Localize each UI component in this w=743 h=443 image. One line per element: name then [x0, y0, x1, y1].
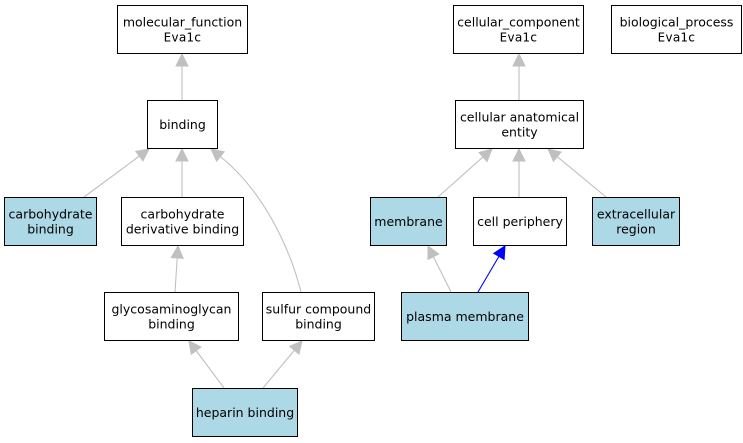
node-glycosaminoglycan-binding-label-line: binding [148, 317, 195, 332]
edge-sulfur-to-binding [220, 156, 302, 293]
edge-arrowhead-carb-to-binding [134, 148, 150, 162]
node-carbohydrate-binding-box [4, 197, 97, 246]
edge-arrowhead-heparin-to-gag [188, 340, 202, 356]
edge-gag-to-cdb [174, 257, 178, 293]
graph-edges [83, 52, 607, 389]
node-cell-periphery-label-line: cell periphery [477, 214, 563, 229]
node-heparin-binding-box [192, 388, 298, 437]
graph-nodes: molecular_functionEva1ccellular_componen… [4, 5, 742, 437]
edge-arrowhead-binding-to-mf [175, 52, 189, 67]
edge-arrowhead-periphery-to-cae [512, 147, 526, 162]
node-cellular-anatomical-entity-box [455, 100, 584, 149]
node-membrane-label-line: membrane [374, 214, 443, 229]
edge-heparin-to-gag [195, 350, 225, 389]
edge-arrowhead-plasma-to-membrane [427, 244, 440, 261]
edge-carb-to-binding [83, 155, 140, 198]
node-glycosaminoglycan-binding-box [104, 292, 239, 341]
node-plasma-membrane-box [401, 292, 529, 341]
node-molecular-function-box [117, 5, 248, 54]
node-cellular-anatomical-entity-label-line: cellular anatomical [460, 110, 579, 125]
node-molecular-function-gene-label: Eva1c [164, 30, 202, 45]
node-plasma-membrane-label-line: plasma membrane [406, 309, 524, 324]
node-binding[interactable]: binding [147, 100, 218, 149]
edge-arrowhead-gag-to-cdb [170, 244, 184, 259]
edge-arrowhead-sulfur-to-binding [210, 148, 226, 163]
edge-arrowhead-plasma-to-periphery [492, 245, 506, 261]
node-cellular-component-label-line: cellular_component [457, 15, 580, 30]
edge-arrowhead-heparin-to-sulfur [288, 340, 303, 355]
node-extracellular-region-label-line: extracellular [597, 207, 676, 222]
node-cellular-anatomical-entity-label-line: entity [501, 125, 538, 140]
node-heparin-binding[interactable]: heparin binding [192, 388, 298, 437]
node-molecular-function-label-line: molecular_function [123, 15, 242, 30]
node-carbohydrate-derivative-binding-label-line: derivative binding [126, 222, 239, 237]
node-binding-box [147, 100, 218, 149]
node-sulfur-compound-binding-label-line: binding [295, 317, 342, 332]
node-carbohydrate-binding-label-line: binding [27, 222, 74, 237]
node-plasma-membrane[interactable]: plasma membrane [401, 292, 529, 341]
node-biological-process-box [611, 5, 742, 54]
node-cellular-component-box [453, 5, 584, 54]
node-membrane[interactable]: membrane [370, 197, 447, 246]
node-sulfur-compound-binding-box [262, 292, 375, 341]
node-membrane-box [370, 197, 447, 246]
node-heparin-binding-label-line: heparin binding [196, 405, 294, 420]
node-binding-label-line: binding [159, 117, 206, 132]
edge-arrowhead-extracellular-to-cae [547, 148, 562, 163]
node-biological-process-label-line: biological_process [620, 15, 734, 30]
node-cell-periphery-box [473, 197, 567, 246]
edge-heparin-to-sulfur [262, 349, 295, 389]
node-extracellular-region-label-line: region [616, 222, 656, 237]
edge-extracellular-to-cae [556, 156, 607, 198]
edge-plasma-to-membrane [432, 256, 452, 293]
node-carbohydrate-derivative-binding-label-line: carbohydrate [141, 207, 225, 222]
edge-plasma-to-periphery [477, 256, 500, 293]
edge-arrowhead-membrane-to-cae [478, 148, 493, 163]
node-cellular-component-gene-label: Eva1c [500, 30, 538, 45]
edge-arrowhead-cdb-to-binding [175, 147, 189, 162]
node-sulfur-compound-binding-label-line: sulfur compound [266, 302, 371, 317]
edge-arrowhead-cae-to-cc [512, 52, 526, 67]
node-carbohydrate-binding-label-line: carbohydrate [9, 207, 93, 222]
node-biological-process-gene-label: Eva1c [658, 30, 696, 45]
node-carbohydrate-derivative-binding-box [121, 197, 244, 246]
edge-membrane-to-cae [437, 156, 484, 198]
node-extracellular-region-box [592, 197, 680, 246]
node-cell-periphery[interactable]: cell periphery [473, 197, 567, 246]
node-glycosaminoglycan-binding-label-line: glycosaminoglycan [112, 302, 232, 317]
